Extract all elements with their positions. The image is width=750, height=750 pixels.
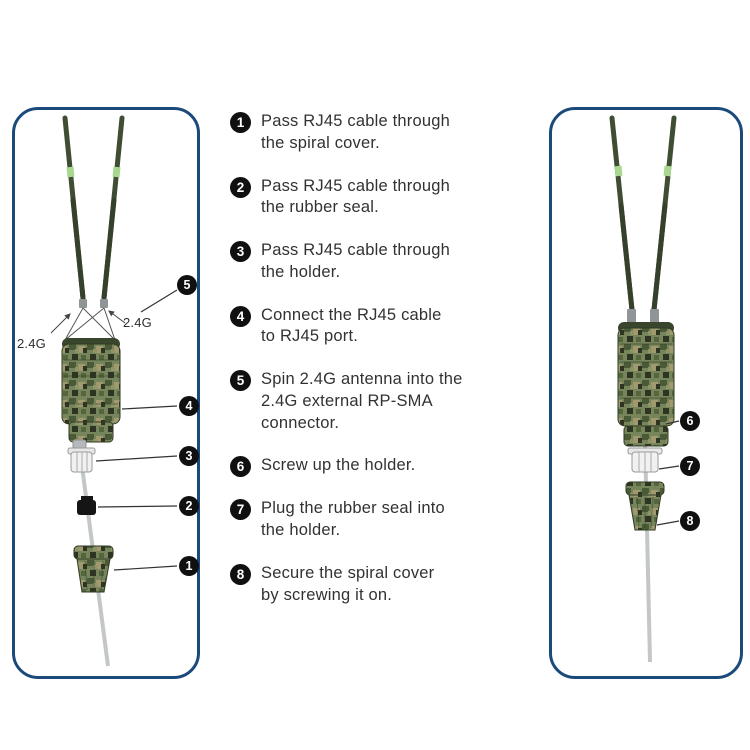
step-number-badge: 7 [230, 499, 251, 521]
step-number-badge: 4 [230, 305, 251, 327]
step-number-badge: 5 [230, 370, 251, 392]
exploded-device-panel: 5 4 3 2 1 2.4G 2.4G [12, 107, 200, 679]
device-body [617, 322, 675, 447]
step-text: Pass RJ45 cable through the rubber seal. [261, 176, 450, 217]
antenna [101, 115, 125, 301]
step-text: Spin 2.4G antenna into the 2.4G external… [261, 370, 463, 432]
instruction-step: 3 Pass RJ45 cable through the holder. [230, 240, 532, 284]
callout-badge-6: 6 [680, 411, 700, 431]
antenna-connector [650, 309, 659, 323]
antenna-connector [627, 309, 636, 323]
antenna-connector [100, 299, 108, 308]
step-text: Connect the RJ45 cable to RJ45 port. [261, 305, 442, 346]
instruction-step: 1 Pass RJ45 cable through the spiral cov… [230, 111, 532, 155]
antenna [609, 115, 635, 313]
antenna-connector [79, 299, 87, 308]
callout-badge-2: 2 [179, 496, 199, 516]
instruction-step: 8 Secure the spiral cover by screwing it… [230, 563, 532, 607]
spiral-cover [625, 481, 665, 531]
step-text: Plug the rubber seal into the holder. [261, 499, 445, 540]
exploded-device-illustration [50, 115, 178, 667]
rj45-cable [643, 439, 652, 663]
device-body [61, 338, 121, 443]
instruction-list: 1 Pass RJ45 cable through the spiral cov… [230, 111, 532, 627]
assembled-device-panel: 6 7 8 [549, 107, 743, 679]
instruction-step: 4 Connect the RJ45 cable to RJ45 port. [230, 305, 532, 349]
antenna-label-arrow [108, 310, 126, 324]
antenna [62, 115, 86, 301]
callout-line [656, 420, 680, 526]
rubber-seal [77, 496, 96, 515]
step-number-badge: 3 [230, 241, 251, 263]
holder [67, 447, 96, 473]
antenna [651, 115, 677, 313]
holder [627, 447, 663, 473]
step-number-badge: 8 [230, 563, 251, 585]
antenna-mount-wireframe [64, 307, 116, 341]
antenna-label-2-4g: 2.4G [17, 336, 46, 351]
step-text: Secure the spiral cover by screwing it o… [261, 563, 435, 604]
spiral-cover [73, 545, 114, 593]
instruction-step: 5 Spin 2.4G antenna into the 2.4G extern… [230, 369, 532, 434]
callout-badge-5: 5 [177, 275, 197, 295]
step-text: Pass RJ45 cable through the spiral cover… [261, 112, 450, 152]
step-number-badge: 2 [230, 176, 251, 198]
instruction-step: 2 Pass RJ45 cable through the rubber sea… [230, 176, 532, 220]
callout-badge-1: 1 [179, 556, 199, 576]
step-text: Pass RJ45 cable through the holder. [261, 241, 450, 281]
antenna-label-2-4g: 2.4G [123, 315, 152, 330]
callout-badge-4: 4 [179, 396, 199, 416]
instruction-step: 6 Screw up the holder. [230, 455, 532, 478]
callout-badge-3: 3 [179, 446, 199, 466]
antenna-label-arrow [50, 313, 71, 334]
step-number-badge: 1 [230, 112, 251, 133]
assembled-device-illustration [609, 115, 680, 663]
callout-badge-8: 8 [680, 511, 700, 531]
instruction-step: 7 Plug the rubber seal into the holder. [230, 498, 532, 542]
step-number-badge: 6 [230, 456, 251, 478]
step-text: Screw up the holder. [261, 456, 416, 475]
callout-line [95, 289, 178, 571]
callout-badge-7: 7 [680, 456, 700, 476]
